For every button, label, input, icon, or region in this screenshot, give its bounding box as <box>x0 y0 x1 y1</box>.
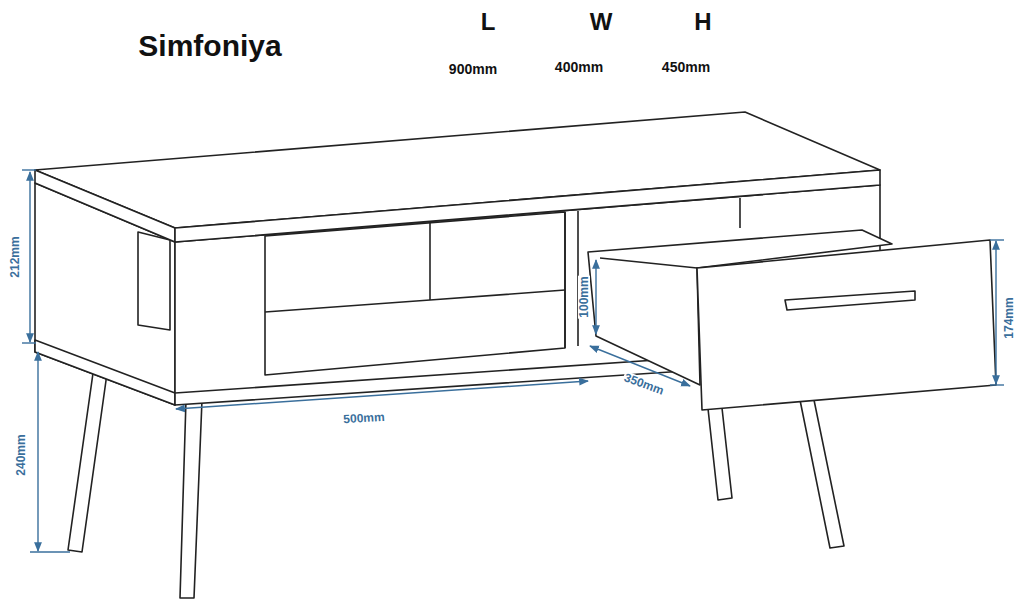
dimension-line <box>29 172 30 342</box>
drawer-handle <box>785 291 915 310</box>
extension-line <box>22 342 36 343</box>
axis-letter: W <box>590 10 613 34</box>
dimension-line <box>37 352 38 551</box>
dimension-line <box>176 381 588 409</box>
bottom-left-edge <box>35 340 175 405</box>
overall-dimension: 400mm <box>555 60 603 74</box>
back-line <box>429 222 431 300</box>
front-left-leg <box>180 400 202 598</box>
dimension-value: 500mm <box>342 411 386 426</box>
top-front-edge <box>175 170 880 242</box>
overall-dimension: 900mm <box>449 62 497 76</box>
dimension-value: 100mm <box>578 275 590 318</box>
bottom-front-edge <box>175 357 700 393</box>
extension-line <box>30 551 70 552</box>
axis-letter: L <box>481 10 496 34</box>
drawer-edge <box>600 258 697 268</box>
back-line <box>739 198 741 228</box>
back-left-leg <box>68 352 110 552</box>
drawer-front <box>697 240 996 410</box>
dimension-value: 212mm <box>9 235 21 278</box>
left-opening <box>138 232 170 330</box>
divider <box>564 212 566 348</box>
overall-dimension: 450mm <box>662 60 710 74</box>
dimension-line <box>995 241 996 384</box>
axis-letter: H <box>694 10 711 34</box>
dimension-value: 240mm <box>15 433 27 476</box>
dimension-line <box>595 260 596 334</box>
front-right-leg <box>800 400 844 548</box>
middle-compartment <box>265 212 565 375</box>
shelf-line <box>265 290 565 312</box>
dimension-value: 174mm <box>1003 296 1015 339</box>
product-title: Simfoniya <box>138 31 281 61</box>
top-left-edge <box>35 170 175 242</box>
extension-line <box>990 384 1004 385</box>
dimension-value: 350mm <box>622 371 667 397</box>
extension-line <box>990 239 1004 240</box>
extension-line <box>22 169 36 170</box>
